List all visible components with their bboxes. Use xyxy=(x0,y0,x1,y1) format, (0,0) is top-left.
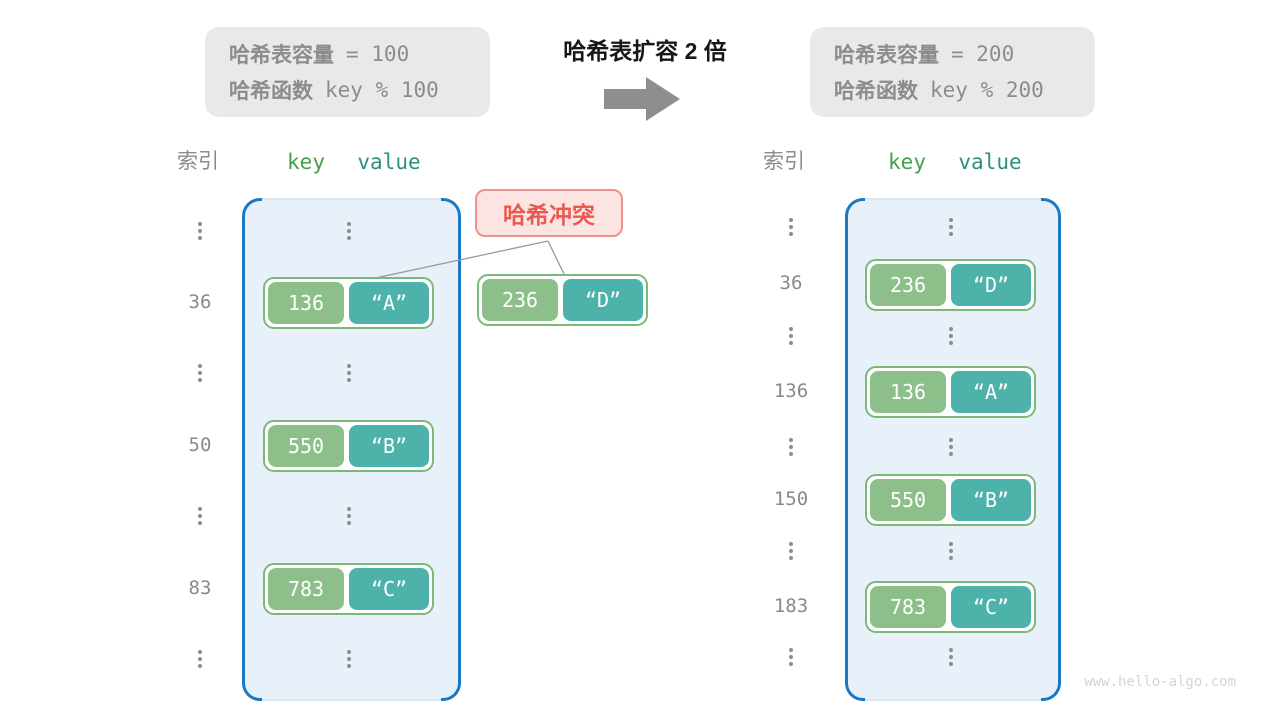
value-cell: “C” xyxy=(349,568,429,610)
expand-title: 哈希表扩容 2 倍 xyxy=(563,38,727,64)
ellipsis-icon xyxy=(943,327,959,345)
capacity-value: = 200 xyxy=(951,42,1015,66)
ellipsis-icon xyxy=(943,542,959,560)
capacity-box-new: 哈希表容量 = 200 哈希函数 key % 200 xyxy=(810,27,1095,117)
index-label: 36 xyxy=(779,272,803,294)
kv-pair-236-D-colliding: 236 “D” xyxy=(477,274,648,326)
key-cell: 783 xyxy=(268,568,344,610)
arrow-right-icon-head xyxy=(646,77,680,121)
capacity-line: 哈希表容量 = 200 xyxy=(834,39,1071,69)
watermark: www.hello-algo.com xyxy=(1084,674,1236,690)
ellipsis-icon xyxy=(783,648,799,666)
value-cell: “B” xyxy=(951,479,1031,521)
ellipsis-icon xyxy=(192,364,208,382)
ellipsis-icon xyxy=(192,650,208,668)
index-label: 136 xyxy=(773,380,809,402)
capacity-box-old: 哈希表容量 = 100 哈希函数 key % 100 xyxy=(205,27,490,117)
index-label: 150 xyxy=(773,488,809,510)
capacity-line: 哈希表容量 = 100 xyxy=(229,39,466,69)
hash-function-line: 哈希函数 key % 100 xyxy=(229,75,466,105)
key-cell: 783 xyxy=(870,586,946,628)
right-index-header: 索引 xyxy=(763,150,805,173)
ellipsis-icon xyxy=(341,507,357,525)
hash-function-value: key % 200 xyxy=(930,78,1044,102)
key-cell: 136 xyxy=(870,371,946,413)
kv-pair-136-A: 136 “A” xyxy=(263,277,434,329)
arrow-right-icon xyxy=(604,89,646,109)
ellipsis-icon xyxy=(341,650,357,668)
ellipsis-icon xyxy=(192,507,208,525)
kv-pair-550-B: 550 “B” xyxy=(263,420,434,472)
capacity-label: 哈希表容量 xyxy=(834,44,939,67)
value-cell: “C” xyxy=(951,586,1031,628)
key-cell: 550 xyxy=(870,479,946,521)
index-label: 36 xyxy=(188,291,212,313)
hash-collision-callout: 哈希冲突 xyxy=(475,189,623,237)
key-cell: 550 xyxy=(268,425,344,467)
key-cell: 136 xyxy=(268,282,344,324)
value-cell: “D” xyxy=(951,264,1031,306)
ellipsis-icon xyxy=(341,222,357,240)
right-value-header: value xyxy=(958,150,1022,174)
hash-function-label: 哈希函数 xyxy=(834,80,918,103)
kv-pair-783-C: 783 “C” xyxy=(865,581,1036,633)
ellipsis-icon xyxy=(783,327,799,345)
value-cell: “A” xyxy=(349,282,429,324)
ellipsis-icon xyxy=(192,222,208,240)
capacity-label: 哈希表容量 xyxy=(229,44,334,67)
kv-pair-236-D: 236 “D” xyxy=(865,259,1036,311)
ellipsis-icon xyxy=(783,542,799,560)
ellipsis-icon xyxy=(783,218,799,236)
value-cell: “A” xyxy=(951,371,1031,413)
kv-pair-783-C: 783 “C” xyxy=(263,563,434,615)
left-value-header: value xyxy=(357,150,421,174)
ellipsis-icon xyxy=(341,364,357,382)
kv-pair-550-B: 550 “B” xyxy=(865,474,1036,526)
left-key-header: key xyxy=(287,150,325,174)
hash-function-label: 哈希函数 xyxy=(229,80,313,103)
index-label: 50 xyxy=(188,434,212,456)
ellipsis-icon xyxy=(943,648,959,666)
ellipsis-icon xyxy=(943,438,959,456)
key-cell: 236 xyxy=(870,264,946,306)
hash-function-value: key % 100 xyxy=(325,78,439,102)
index-label: 183 xyxy=(773,595,809,617)
index-label: 83 xyxy=(188,577,212,599)
capacity-value: = 100 xyxy=(346,42,410,66)
value-cell: “B” xyxy=(349,425,429,467)
kv-pair-136-A: 136 “A” xyxy=(865,366,1036,418)
ellipsis-icon xyxy=(783,438,799,456)
hash-function-line: 哈希函数 key % 200 xyxy=(834,75,1071,105)
key-cell: 236 xyxy=(482,279,558,321)
right-key-header: key xyxy=(888,150,926,174)
value-cell: “D” xyxy=(563,279,643,321)
ellipsis-icon xyxy=(943,218,959,236)
left-index-header: 索引 xyxy=(177,150,219,173)
